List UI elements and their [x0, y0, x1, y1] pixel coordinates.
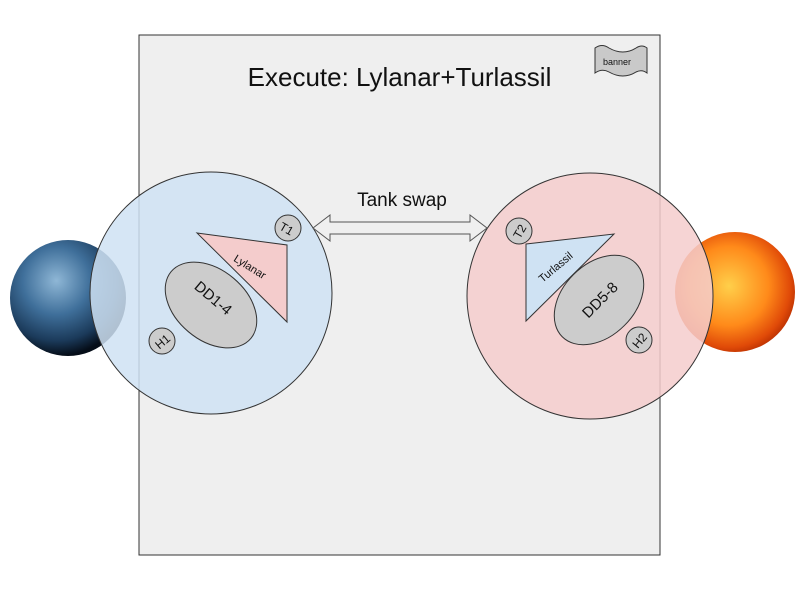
t1-label: T1 [277, 219, 296, 238]
h1-marker [148, 327, 176, 355]
page-title: Execute: Lylanar+Turlassil [247, 62, 552, 92]
dd5-8-group [553, 254, 645, 346]
banner-label: banner [603, 57, 631, 67]
lylanar-boss-marker [195, 232, 288, 324]
tank-swap-arrow [312, 213, 488, 243]
t1-marker [274, 214, 302, 242]
dd1-4-group [164, 261, 258, 349]
t2-label: T2 [510, 222, 529, 241]
turlassil-boss-marker [525, 233, 616, 323]
h2-marker [625, 326, 653, 354]
tank-swap-label: Tank swap [357, 190, 447, 211]
t2-marker [505, 217, 533, 245]
banner-icon: banner [594, 45, 648, 77]
